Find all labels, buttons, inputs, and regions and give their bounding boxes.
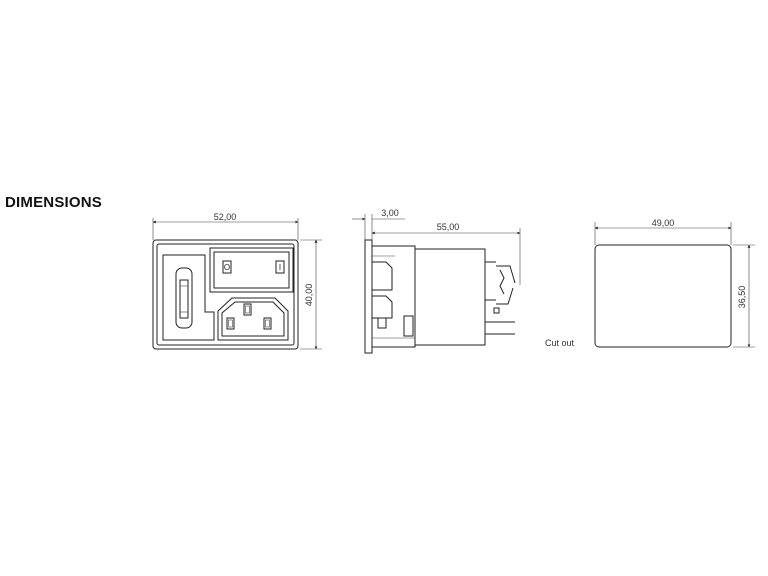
switch-on-marker [275,260,285,274]
rocker-switch [213,251,290,289]
rocker-switch-frame [209,247,294,293]
neutral-pin [226,317,235,330]
cutout-width-dimension: 49,00 [594,218,732,245]
rear-body [414,248,486,346]
switch-on-symbol: I [279,263,281,272]
front-outer-frame [152,239,299,350]
cutout-view: 49,00 36,50 Cut out [545,218,755,348]
front-width-label: 52,00 [214,212,237,222]
side-view: 3,00 55,00 [352,208,521,354]
switch-off-symbol: O [224,263,230,272]
terminal-rivet [493,307,500,314]
live-pin [263,317,272,330]
fuse-holder [175,267,193,329]
terminal-spring [499,269,505,295]
terminal-lower [496,287,514,305]
iec-inlet-inner [221,301,285,337]
side-clip [377,317,387,329]
flange-dimension: 3,00 [352,208,405,242]
front-view: 52,00 40,00 O I [152,212,322,350]
cutout-width-label: 49,00 [652,218,675,228]
front-width-dimension: 52,00 [152,212,299,240]
fuse-compartment [162,254,215,341]
fuse-icon [179,279,189,319]
side-tab [403,315,414,337]
cutout-height-dimension: 36,50 [733,244,755,348]
flange-plate [364,239,373,354]
iec-inlet-outer [217,297,289,341]
depth-label: 55,00 [437,222,460,232]
front-height-dimension: 40,00 [300,239,322,350]
dimensions-heading: DIMENSIONS [5,194,103,211]
flange-label: 3,00 [381,208,399,218]
front-height-label: 40,00 [304,284,314,307]
depth-dimension: 55,00 [371,222,521,285]
cutout-height-label: 36,50 [737,286,747,309]
cutout-outline [594,244,732,348]
terminal-upper [496,265,516,284]
cutout-caption: Cut out [545,338,575,348]
snap-latch-top [372,261,393,291]
snap-latch-mid [372,295,393,319]
front-inner-frame [156,243,295,346]
earth-pin [243,303,252,316]
switch-off-marker [222,260,232,274]
